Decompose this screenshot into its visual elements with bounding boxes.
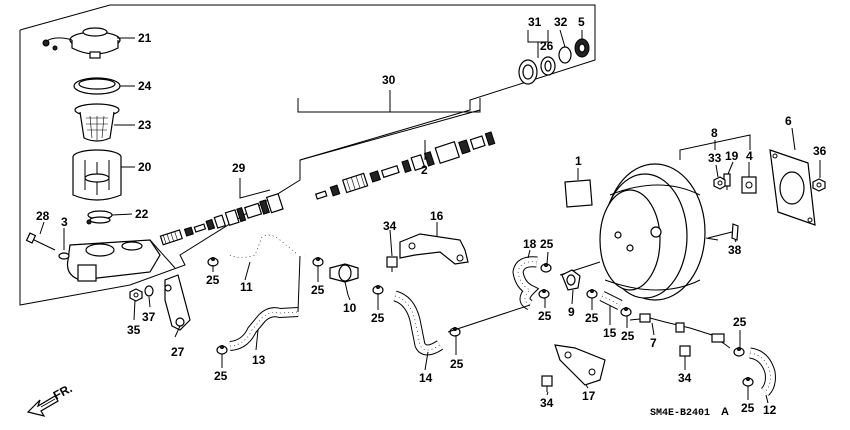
callout-1: 1 xyxy=(575,154,582,168)
callout-6: 6 xyxy=(785,114,792,128)
hose-15 xyxy=(599,291,623,310)
callout-32: 32 xyxy=(554,15,568,29)
seal-5 xyxy=(574,38,590,58)
front-direction-arrow-icon xyxy=(26,395,59,417)
callout-15: 15 xyxy=(603,326,617,340)
callout-27: 27 xyxy=(171,345,185,359)
leader-lines xyxy=(39,29,821,404)
callout-10: 10 xyxy=(343,301,357,315)
bolt-34c xyxy=(541,375,553,392)
booster-gasket xyxy=(769,149,816,226)
fitting-9 xyxy=(561,269,581,291)
vacuum-pipe-7 xyxy=(629,313,731,349)
master-cylinder-body xyxy=(25,232,176,282)
reservoir-filter xyxy=(74,103,120,142)
clevis xyxy=(741,176,757,194)
callout-37: 37 xyxy=(142,310,156,324)
callout-18: 18 xyxy=(523,237,537,251)
callout-33: 33 xyxy=(708,151,722,165)
diagram-revision: A xyxy=(721,406,729,418)
callout-22: 22 xyxy=(135,207,149,221)
nut-33 xyxy=(713,176,726,190)
circlip-32 xyxy=(558,46,572,64)
callout-3: 3 xyxy=(61,215,68,229)
piston-kit-30 xyxy=(299,109,496,200)
callout-25f: 25 xyxy=(540,237,554,251)
callout-25c: 25 xyxy=(214,369,228,383)
nut-35 xyxy=(129,288,143,302)
nut-36 xyxy=(812,178,826,192)
callout-23: 23 xyxy=(138,118,152,132)
callout-34a: 34 xyxy=(383,219,397,233)
bolt-34a xyxy=(386,256,398,272)
callout-24: 24 xyxy=(138,79,152,93)
callout-11: 11 xyxy=(240,280,253,294)
callout-13: 13 xyxy=(252,353,266,367)
clip-38 xyxy=(731,223,739,241)
callout-labels: 21 24 23 20 22 28 3 29 30 2 31 26 32 5 3… xyxy=(36,15,827,417)
label-plate xyxy=(564,179,593,208)
callout-25g: 25 xyxy=(538,309,552,323)
callout-25b: 25 xyxy=(311,283,325,297)
mc-bracket xyxy=(164,274,191,331)
callout-12: 12 xyxy=(763,403,777,417)
hose-11 xyxy=(228,231,308,262)
callout-4: 4 xyxy=(746,149,753,163)
callout-26: 26 xyxy=(540,39,554,53)
hose-18 xyxy=(512,256,540,310)
reservoir-body xyxy=(72,149,122,201)
bracket-16 xyxy=(399,233,469,265)
hose-14 xyxy=(393,290,444,356)
grommet xyxy=(86,210,113,225)
callout-14: 14 xyxy=(419,371,433,385)
callout-25i: 25 xyxy=(621,329,635,343)
callout-34b: 34 xyxy=(678,371,692,385)
callout-5: 5 xyxy=(578,15,585,29)
reservoir-cap xyxy=(42,27,121,59)
callout-19: 19 xyxy=(725,149,739,163)
hose-12 xyxy=(748,347,776,396)
callout-25d: 25 xyxy=(371,311,385,325)
hose-13 xyxy=(229,307,299,351)
check-valve xyxy=(329,263,359,296)
bracket-17 xyxy=(554,344,606,386)
callout-35: 35 xyxy=(127,323,141,337)
callout-25a: 25 xyxy=(206,273,220,287)
callout-17: 17 xyxy=(582,389,596,403)
washer-37 xyxy=(144,285,154,297)
callout-20: 20 xyxy=(138,160,152,174)
callout-31: 31 xyxy=(528,15,542,29)
callout-9: 9 xyxy=(568,305,575,319)
callout-29: 29 xyxy=(232,161,246,175)
callout-7: 7 xyxy=(650,336,657,350)
callout-30: 30 xyxy=(382,73,396,87)
piston-kit-29 xyxy=(159,192,284,246)
reservoir-seal xyxy=(73,77,121,95)
callout-34c: 34 xyxy=(540,396,554,410)
callout-38: 38 xyxy=(728,243,742,257)
callout-16: 16 xyxy=(430,209,444,223)
bolt-34b xyxy=(679,345,691,362)
callout-8: 8 xyxy=(711,126,718,140)
hose-clamps xyxy=(207,257,754,387)
callout-21: 21 xyxy=(138,31,152,45)
callout-25e: 25 xyxy=(450,357,464,371)
callout-25k: 25 xyxy=(741,401,755,415)
callout-25j: 25 xyxy=(733,315,747,329)
brake-booster xyxy=(559,163,733,301)
callout-2: 2 xyxy=(421,163,428,177)
callout-28: 28 xyxy=(36,209,50,223)
callout-36: 36 xyxy=(813,144,827,158)
diagram-code: SM4E-B2401 xyxy=(650,408,710,419)
seal-kit-31 xyxy=(518,56,556,85)
callout-25h: 25 xyxy=(585,311,599,325)
